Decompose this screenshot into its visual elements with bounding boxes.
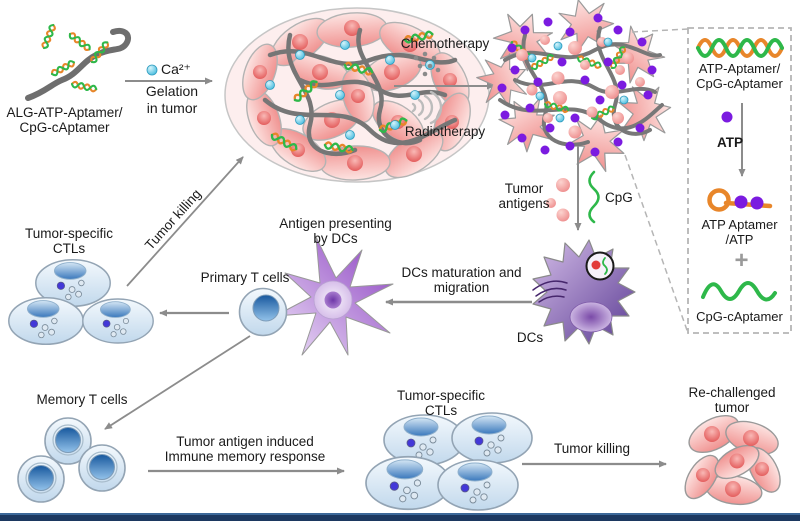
alg-polymer-illustration <box>25 22 132 101</box>
label-primary-t-cells: Primary T cells <box>200 270 290 285</box>
tumor-antigen-spheres-icon <box>546 178 570 222</box>
atp-dot-icon <box>721 111 733 123</box>
memory-tcell-cluster <box>17 417 126 503</box>
radiation-waves-icon <box>411 90 443 125</box>
label-radiotherapy: Radiotherapy <box>404 124 486 139</box>
antigen-release <box>546 146 600 231</box>
zoom-callout-lines <box>624 28 689 334</box>
label-polymer: ALG-ATP-Aptamer/CpG-cAptamer <box>6 105 123 135</box>
released-atp-dots <box>497 13 657 157</box>
legend-box <box>687 27 792 334</box>
label-gelation-2: in tumor <box>146 100 198 116</box>
therapy-arrow <box>394 51 495 125</box>
gelation-arrow <box>125 64 213 85</box>
chemo-drug-dots-icon <box>413 51 441 77</box>
label-cpg: CpG <box>605 190 633 205</box>
released-antigens <box>516 35 645 139</box>
er-lines-icon <box>532 280 568 303</box>
primary-tcell-illustration <box>238 287 288 337</box>
atp-aptamer-hairpin-icon <box>707 188 773 212</box>
footer-bar <box>0 513 800 521</box>
legend-graphics <box>696 38 784 302</box>
mature-dc-illustration <box>274 236 394 356</box>
ctl-cluster-bottom <box>365 412 533 511</box>
rechallenged-tumor-illustration <box>684 414 781 506</box>
label-legend-item2: ATP Aptamer/ATP <box>701 217 778 247</box>
label-dcs: DCs <box>516 330 544 345</box>
gel-tumor-illustration <box>224 7 490 183</box>
tcell-to-memory-arrow <box>104 335 251 430</box>
label-chemotherapy: Chemotherapy <box>400 36 490 51</box>
label-calcium: Ca²⁺ <box>161 61 191 77</box>
label-legend-item1: ATP-Aptamer/CpG-cAptamer <box>696 61 783 91</box>
cpg-wave-icon <box>701 281 777 302</box>
cpg-squiggle-icon <box>588 170 600 224</box>
label-memory-t-cells: Memory T cells <box>36 392 128 407</box>
dc-cell-illustration <box>532 239 636 345</box>
label-legend-item3: CpG-cAptamer <box>696 309 783 324</box>
label-tumor-killing-bottom: Tumor killing <box>553 441 631 456</box>
treated-tumor-illustration <box>469 0 677 175</box>
calcium-ion-icon <box>146 64 158 76</box>
tumor-killing-arrow <box>126 156 244 287</box>
ctl-cluster-left <box>8 259 154 345</box>
label-legend-atp: ATP <box>717 135 743 150</box>
label-gelation-1: Gelation <box>145 83 199 99</box>
plus-sign: + <box>734 247 749 274</box>
cpg-captamer-strand-icon <box>696 38 784 58</box>
